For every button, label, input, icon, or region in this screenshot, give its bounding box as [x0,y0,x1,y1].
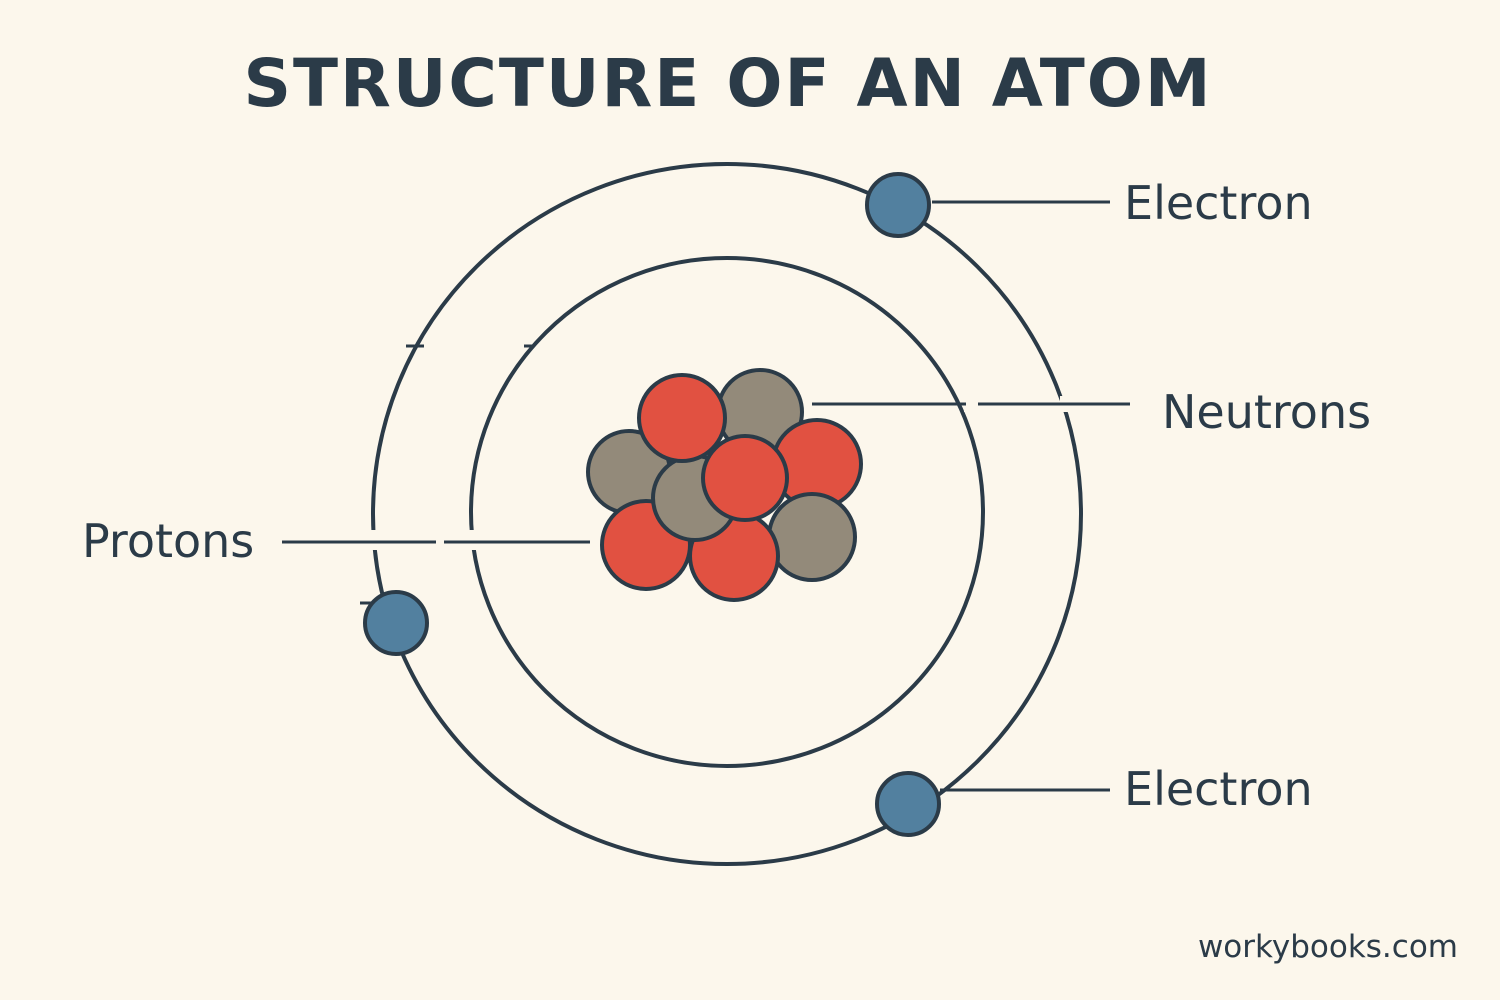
neutron [767,492,857,582]
electron-left [363,590,429,656]
orbit-gap [964,396,976,412]
electron-top-label: Electron [1124,176,1313,230]
orbit-gap [464,530,478,550]
electron-bottom-label: Electron [1124,762,1313,816]
outer-orbit [371,162,1083,866]
proton [637,373,727,463]
electron-top [865,172,931,238]
electron-bottom [875,771,941,837]
page-title: STRUCTURE OF AN ATOM [243,45,1212,122]
nucleus [586,368,863,602]
orbit-gap [366,530,380,550]
protons-label: Protons [82,514,254,568]
inner-orbit [469,256,985,768]
site-credit: workybooks.com [1198,929,1458,965]
proton [701,434,789,522]
neutrons-label: Neutrons [1162,385,1371,439]
